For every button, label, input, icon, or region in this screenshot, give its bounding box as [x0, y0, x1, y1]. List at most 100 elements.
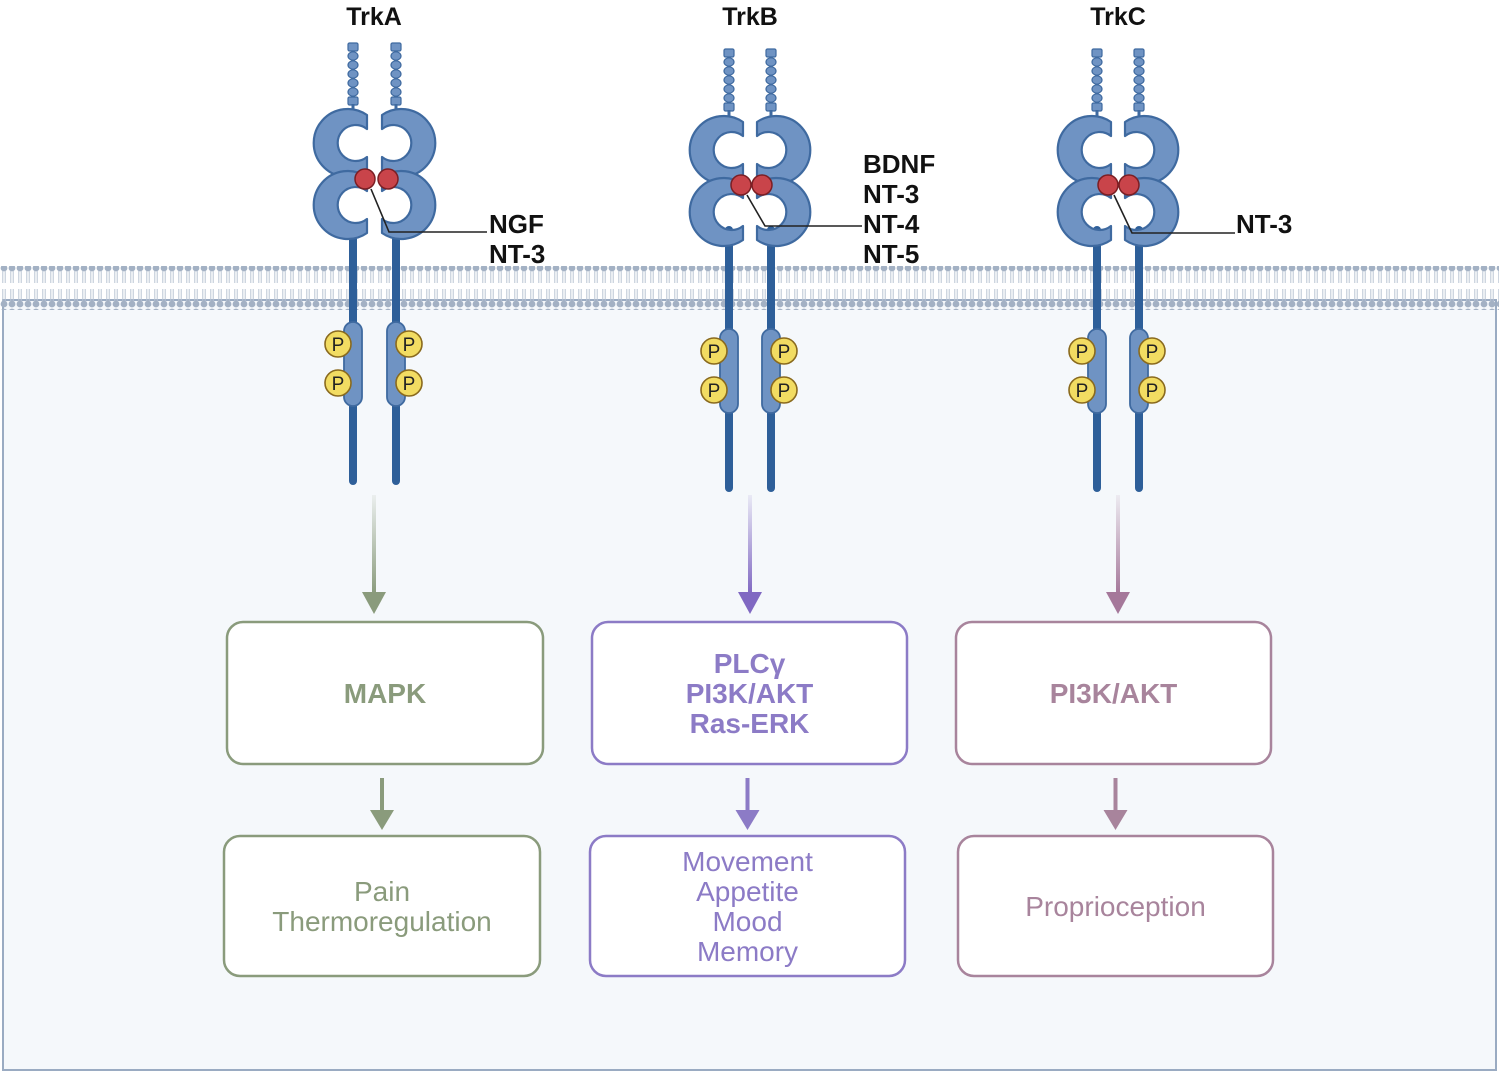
function-box: [588, 834, 907, 978]
receptor-title: TrkC: [1090, 3, 1146, 31]
receptor-bead: [1133, 75, 1145, 85]
pathway-arrow-shaft: [1116, 495, 1120, 594]
receptor-bead: [1133, 48, 1145, 58]
pathway-arrow-head: [362, 592, 386, 614]
function-arrow-shaft: [745, 778, 750, 812]
phosphate-label: P: [403, 374, 416, 395]
cell-membrane: [0, 266, 1499, 310]
receptor-bead: [765, 84, 777, 94]
phosphate-icon: [700, 376, 728, 404]
function-label: Pain: [354, 876, 410, 907]
receptor-bead: [390, 51, 402, 61]
receptor-bead: [1091, 84, 1103, 94]
receptor-bead: [1133, 84, 1145, 94]
phosphate-icon: [770, 376, 798, 404]
receptor-bead: [1133, 102, 1145, 112]
ligand-ball: [377, 168, 399, 190]
receptor-trkb: TrkBBDNFNT-3NT-4NT-5PPPPPLCγPI3K/AKTRas-…: [588, 3, 935, 978]
receptor-bead: [1091, 102, 1103, 112]
pathway-arrow-shaft: [748, 495, 752, 594]
receptor-bead: [723, 57, 735, 67]
function-arrow-shaft: [1113, 778, 1118, 812]
phosphate-label: P: [332, 335, 345, 356]
receptor-bead: [1091, 48, 1103, 58]
receptor-domain-left: [312, 107, 369, 179]
receptor-bead: [347, 51, 359, 61]
phosphate-label: P: [1146, 342, 1159, 363]
receptor-bead: [390, 69, 402, 79]
receptor-bead: [347, 96, 359, 106]
receptor-bead: [723, 84, 735, 94]
receptor-bead: [347, 87, 359, 97]
receptor-domain-left: [312, 169, 369, 241]
receptor-domain-right: [380, 107, 437, 179]
pathway-arrow-shaft: [372, 495, 376, 594]
receptor-title: TrkB: [722, 3, 778, 31]
receptor-domain-right: [755, 114, 812, 186]
receptor-bead: [765, 66, 777, 76]
ligand-label: BDNF: [863, 149, 935, 179]
phosphate-label: P: [1076, 342, 1089, 363]
ligand-ball: [1118, 174, 1140, 196]
function-label: Proprioception: [1025, 891, 1206, 922]
function-arrow-head: [735, 810, 760, 830]
function-arrow-head: [370, 810, 394, 830]
receptor-bead: [723, 48, 735, 58]
receptor-domain-right: [1123, 176, 1180, 248]
receptor-bead: [390, 78, 402, 88]
ligand-ball: [751, 174, 773, 196]
pathway-box: [954, 620, 1273, 766]
receptor-bead: [390, 60, 402, 70]
pathway-box: [225, 620, 545, 766]
phosphate-label: P: [778, 342, 791, 363]
phosphate-icon: [1068, 376, 1096, 404]
pathway-label: MAPK: [344, 678, 426, 709]
receptor-bead: [390, 87, 402, 97]
receptor-bead: [1133, 93, 1145, 103]
receptor-bead: [1091, 57, 1103, 67]
receptor-domain-left: [1056, 114, 1113, 186]
phosphate-icon: [700, 337, 728, 365]
function-label: Mood: [712, 906, 782, 937]
receptor-bead: [765, 93, 777, 103]
ligand-label: NT-3: [489, 239, 545, 269]
ligand-ball: [730, 174, 752, 196]
function-arrow-head: [1103, 810, 1128, 830]
receptor-bead: [390, 96, 402, 106]
pathway-label: PI3K/AKT: [1050, 678, 1178, 709]
receptor-bead: [1091, 75, 1103, 85]
function-label: Appetite: [696, 876, 799, 907]
receptor-domain-left: [688, 114, 745, 186]
ligand-callout-line: [370, 188, 487, 233]
phosphate-icon: [1138, 337, 1166, 365]
receptor-bead: [723, 102, 735, 112]
receptor-bead: [1091, 66, 1103, 76]
receptor-bead: [723, 93, 735, 103]
ligand-label: NT-3: [863, 179, 919, 209]
ligand-label: NT-5: [863, 239, 919, 269]
phosphate-label: P: [708, 342, 721, 363]
phosphate-icon: [770, 337, 798, 365]
ligand-label: NGF: [489, 209, 544, 239]
receptor-bead: [765, 75, 777, 85]
phosphate-icon: [395, 369, 423, 397]
function-label: Thermoregulation: [272, 906, 491, 937]
receptor-bead: [1091, 93, 1103, 103]
receptor-domain-right: [1123, 114, 1180, 186]
phosphate-label: P: [778, 381, 791, 402]
function-box: [222, 834, 542, 978]
phosphate-label: P: [332, 374, 345, 395]
ligand-callout-line: [746, 194, 862, 227]
pathway-arrow-head: [1106, 592, 1130, 614]
receptor-bead: [347, 78, 359, 88]
phosphate-icon: [324, 369, 352, 397]
phosphate-label: P: [708, 381, 721, 402]
phosphate-icon: [395, 330, 423, 358]
pathway-label: Ras-ERK: [690, 708, 810, 739]
receptor-bead: [1133, 66, 1145, 76]
phosphate-label: P: [1076, 381, 1089, 402]
function-box: [956, 834, 1275, 978]
receptor-bead: [347, 42, 359, 52]
